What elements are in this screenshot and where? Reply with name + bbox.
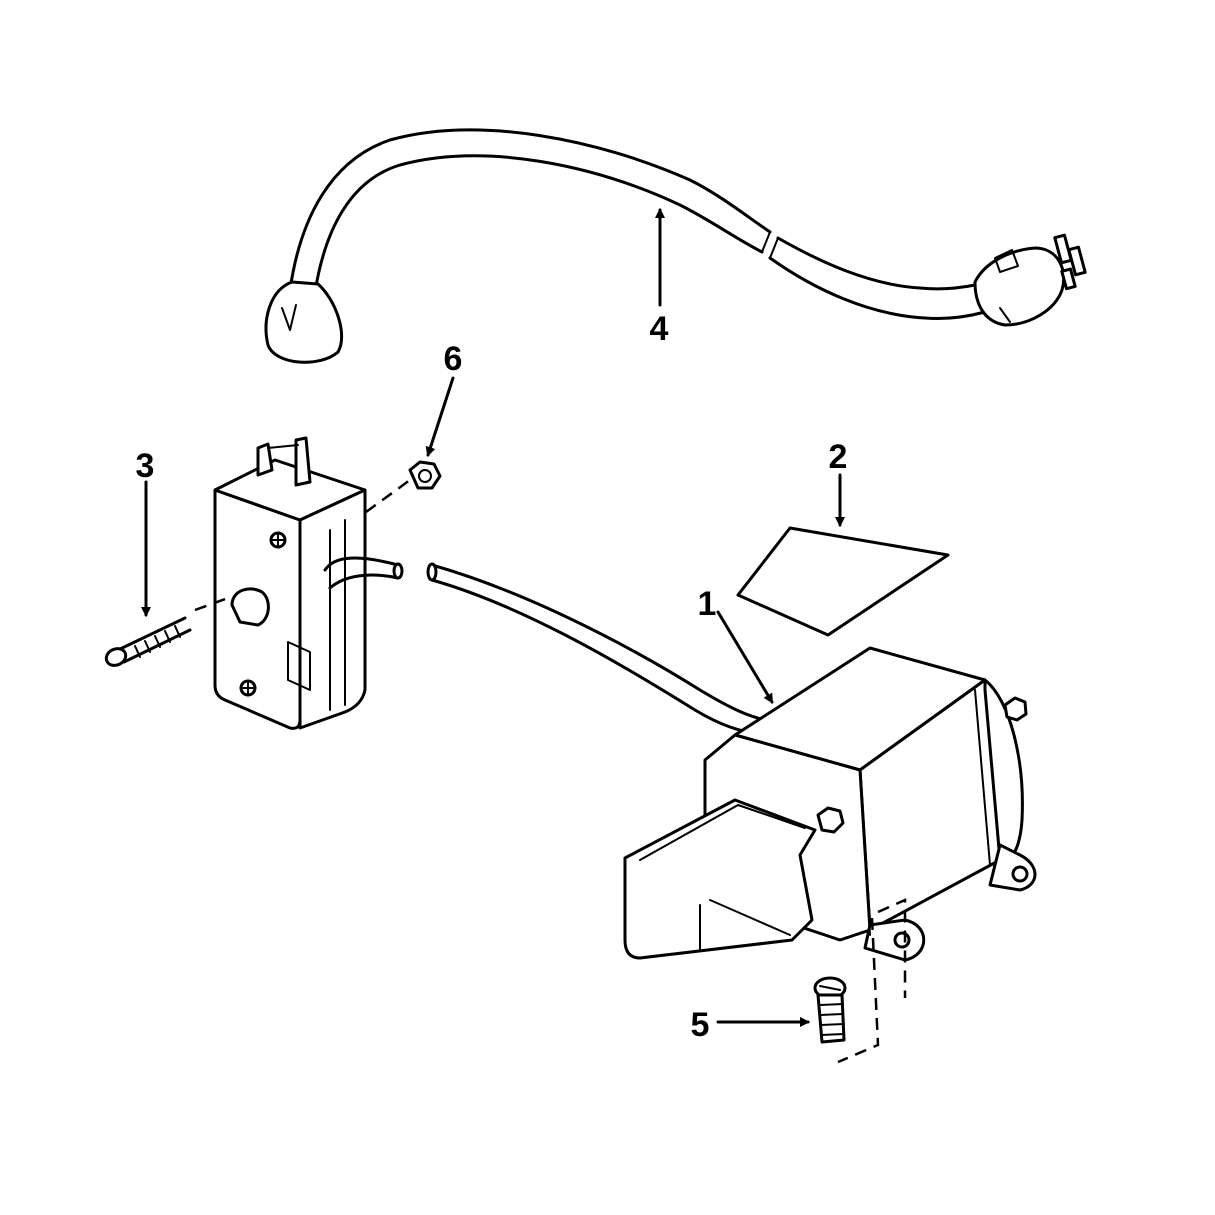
callout-3: 3 (136, 447, 155, 485)
motor (623, 646, 1037, 1064)
small-screw (813, 976, 847, 1044)
switch-assembly (194, 436, 411, 730)
connecting-cable (426, 562, 777, 737)
mounting-screw (104, 616, 192, 667)
label-sheet (736, 526, 950, 637)
callout-5: 5 (691, 1006, 710, 1044)
callout-6: 6 (444, 340, 463, 378)
power-cord (264, 128, 1087, 364)
leader-lines (141, 208, 845, 1027)
callout-1: 1 (698, 585, 717, 623)
callout-4: 4 (650, 310, 669, 348)
callout-2: 2 (829, 438, 848, 476)
hex-nut (408, 460, 442, 490)
